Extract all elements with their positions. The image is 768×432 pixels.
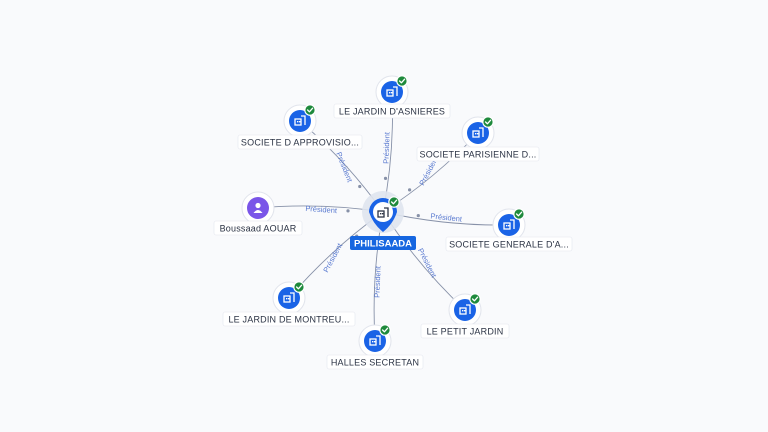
node-aouar[interactable]: Boussaad AOUAR (213, 191, 303, 236)
edge-label: Président (430, 211, 463, 223)
verified-check-icon (396, 75, 408, 87)
node-label: LE PETIT JARDIN (427, 327, 504, 337)
nodes-layer: LE JARDIN D'ASNIERES SOCIETE PARISIENNE D… (213, 75, 573, 370)
verified-check-icon (469, 293, 481, 305)
building-icon (459, 304, 471, 315)
node-label-bg (333, 103, 451, 119)
node-label-bg (213, 220, 303, 236)
verified-check-icon (388, 196, 400, 208)
node-label-bg (326, 354, 424, 370)
node-label: HALLES SECRETAN (331, 358, 419, 368)
verified-check-icon (482, 116, 494, 128)
node-generale[interactable]: SOCIETE GENERALE D'A... (445, 208, 573, 252)
node-asnieres[interactable]: LE JARDIN D'ASNIERES (333, 75, 451, 119)
node-label: SOCIETE D APPROVISIO... (241, 138, 359, 148)
node-label: Boussaad AOUAR (220, 224, 297, 234)
node-label-bg (237, 134, 363, 150)
building-icon (294, 115, 306, 126)
node-label: SOCIETE PARISIENNE D... (420, 150, 537, 160)
node-label-bg (420, 323, 510, 339)
node-parisienne[interactable]: SOCIETE PARISIENNE D... (416, 116, 540, 162)
node-secretan[interactable]: HALLES SECRETAN (326, 324, 424, 370)
node-label: SOCIETE GENERALE D'A... (449, 240, 569, 250)
node-label-bg (416, 146, 540, 162)
node-label-bg (445, 236, 573, 252)
node-label-bg (222, 311, 356, 327)
center-label: PHILISAADA (354, 239, 412, 250)
node-petit[interactable]: LE PETIT JARDIN (420, 293, 510, 339)
person-icon (253, 202, 263, 213)
node-label: LE JARDIN DE MONTREU... (228, 315, 349, 325)
building-icon (386, 86, 398, 97)
edge-label: Président (321, 241, 344, 274)
edge-arrow (346, 209, 350, 213)
edge-label: Président (334, 151, 355, 185)
building-icon (369, 335, 381, 346)
center-node[interactable]: PHILISAADA (350, 191, 416, 250)
verified-check-icon (513, 208, 525, 220)
edge-label: Président (372, 265, 382, 298)
building-icon (377, 207, 389, 218)
edge-arrow (383, 176, 388, 180)
verified-check-icon (379, 324, 391, 336)
node-montreuil[interactable]: LE JARDIN DE MONTREU... (222, 281, 356, 327)
edge-label: Président (305, 204, 338, 215)
edge-label: Président (381, 131, 391, 164)
verified-check-icon (293, 281, 305, 293)
node-appro[interactable]: SOCIETE D APPROVISIO... (237, 104, 363, 150)
building-icon (472, 127, 484, 138)
building-icon (283, 292, 295, 303)
center-label-bg (350, 236, 416, 250)
edge-label: Président (416, 247, 439, 280)
edge-arrow (416, 214, 420, 218)
edge-arrow (358, 184, 362, 189)
node-label: LE JARDIN D'ASNIERES (339, 107, 445, 117)
edge-arrow (408, 188, 412, 192)
building-icon (503, 219, 515, 230)
verified-check-icon (304, 104, 316, 116)
